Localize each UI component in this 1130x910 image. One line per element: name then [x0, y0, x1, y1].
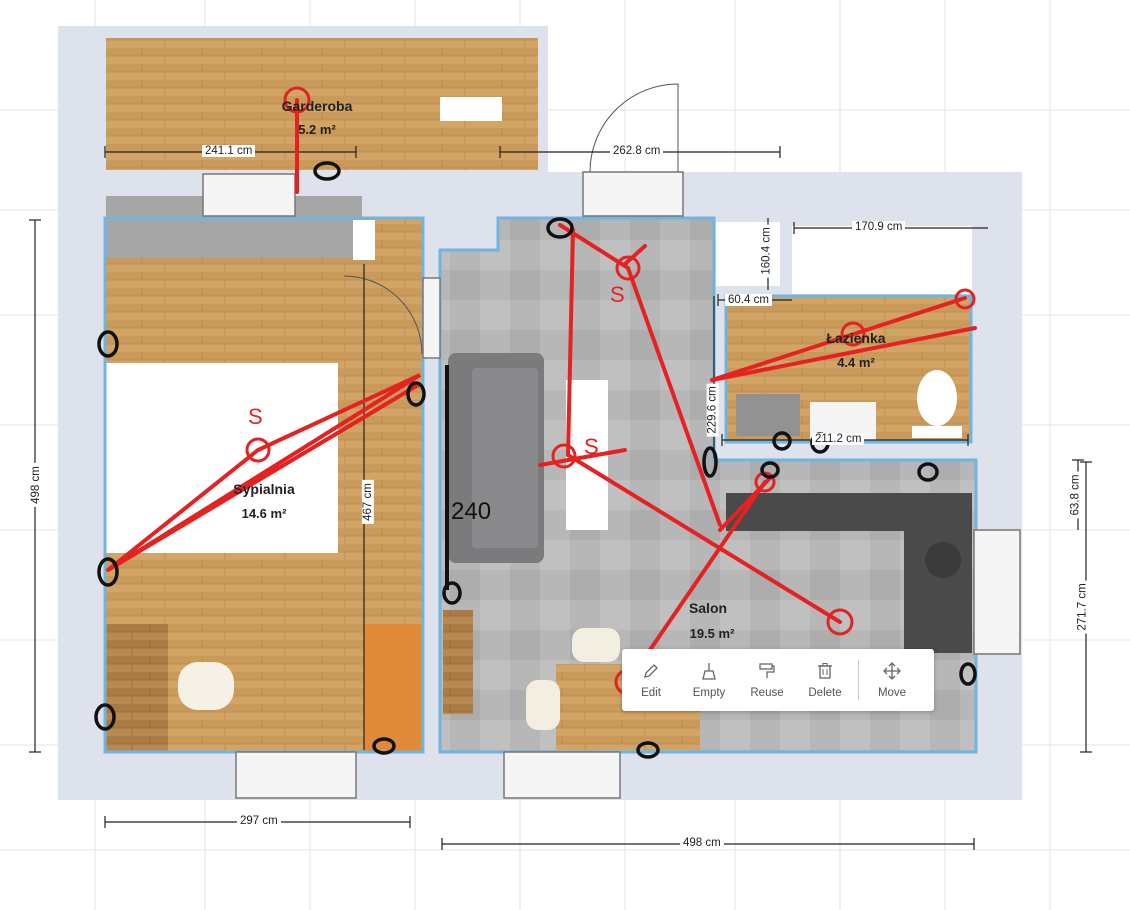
- delete-label: Delete: [808, 687, 842, 699]
- bedroom-mirror: [353, 220, 375, 260]
- socket-marker: [615, 255, 641, 281]
- room-area-salon: 19.5 m²: [689, 626, 735, 641]
- dining-chair-1: [572, 628, 620, 662]
- room-name-salon[interactable]: Salon: [688, 600, 728, 616]
- room-area-garderoba: 5.2 m²: [298, 122, 336, 137]
- paint-roller-icon: [757, 661, 777, 681]
- dim-garderoba-width: 241.1 cm: [202, 145, 256, 157]
- socket-marker: [826, 608, 854, 636]
- move-button[interactable]: Move: [863, 649, 921, 711]
- windows: [202, 171, 1021, 799]
- socket-marker: [754, 471, 776, 493]
- toolbar-divider: [858, 660, 859, 700]
- dim-bottom-left: 297 cm: [237, 815, 281, 827]
- dim-laundry-height: 160.4 cm: [760, 224, 773, 278]
- socket-marker: [245, 437, 271, 463]
- socket-marker: [954, 288, 976, 310]
- move-label: Move: [877, 687, 907, 699]
- room-area-sypialnia: 14.6 m²: [241, 506, 287, 521]
- socket-marker: [283, 86, 311, 114]
- room-name-sypialnia[interactable]: Sypialnia: [233, 481, 295, 497]
- wall-length-label: 240: [451, 498, 492, 525]
- edit-label: Edit: [641, 687, 661, 699]
- dim-shower-width: 170.9 cm: [852, 221, 906, 233]
- tv-cabinet: [443, 610, 473, 714]
- broom-icon: [699, 661, 719, 681]
- red-socket-markers: [245, 86, 976, 696]
- socket-marker: [551, 443, 577, 469]
- room-name-garderoba[interactable]: Garderoba: [281, 98, 353, 114]
- socket-label-bedroom: S: [248, 404, 263, 429]
- dim-left-height: 498 cm: [29, 463, 42, 507]
- context-toolbar: Edit Empty Reuse Delete Move: [622, 649, 934, 711]
- edit-button[interactable]: Edit: [622, 649, 680, 711]
- empty-label: Empty: [692, 687, 726, 699]
- dim-bath-offset: 60.4 cm: [725, 294, 772, 306]
- room-area-lazienka: 4.4 m²: [837, 355, 875, 370]
- trash-icon: [815, 661, 835, 681]
- garderoba-shelf: [440, 97, 502, 121]
- toilet: [917, 370, 957, 426]
- socket-marker: [840, 321, 866, 347]
- dresser: [364, 624, 422, 752]
- dim-bottom-right: 498 cm: [680, 837, 724, 849]
- bed: [106, 363, 338, 553]
- stove-icon: [925, 542, 961, 578]
- door-arc-main: [589, 83, 679, 173]
- red-wiring-lines: [106, 98, 977, 684]
- delete-button[interactable]: Delete: [796, 649, 854, 711]
- sofa-seat: [472, 368, 538, 548]
- reuse-button[interactable]: Reuse: [738, 649, 796, 711]
- reuse-label: Reuse: [750, 687, 784, 699]
- dim-bedroom-height: 467 cm: [361, 480, 374, 524]
- dining-chair-2: [526, 680, 560, 730]
- shower-area: [792, 226, 972, 294]
- dim-right-lower: 271.7 cm: [1076, 580, 1089, 634]
- toilet-tank: [912, 426, 962, 438]
- room-salon-floor: [440, 218, 976, 752]
- chair: [178, 662, 234, 710]
- dim-entrance-width: 262.8 cm: [610, 145, 664, 157]
- socket-label-salon: S: [584, 434, 599, 459]
- bathtub: [736, 394, 800, 436]
- socket-label-top: S: [610, 282, 625, 307]
- black-circle-markers: [94, 161, 977, 759]
- room-name-lazienka[interactable]: Łazienka: [826, 330, 886, 346]
- dim-lazienka-width: 211.2 cm: [812, 433, 865, 445]
- pencil-icon: [641, 661, 661, 681]
- door-arc-bedroom: [343, 275, 423, 355]
- dim-right-upper: 63.8 cm: [1069, 471, 1082, 519]
- empty-button[interactable]: Empty: [680, 649, 738, 711]
- desk: [106, 624, 168, 752]
- dim-lazienka-height: 229.6 cm: [706, 383, 719, 437]
- move-arrows-icon: [882, 661, 902, 681]
